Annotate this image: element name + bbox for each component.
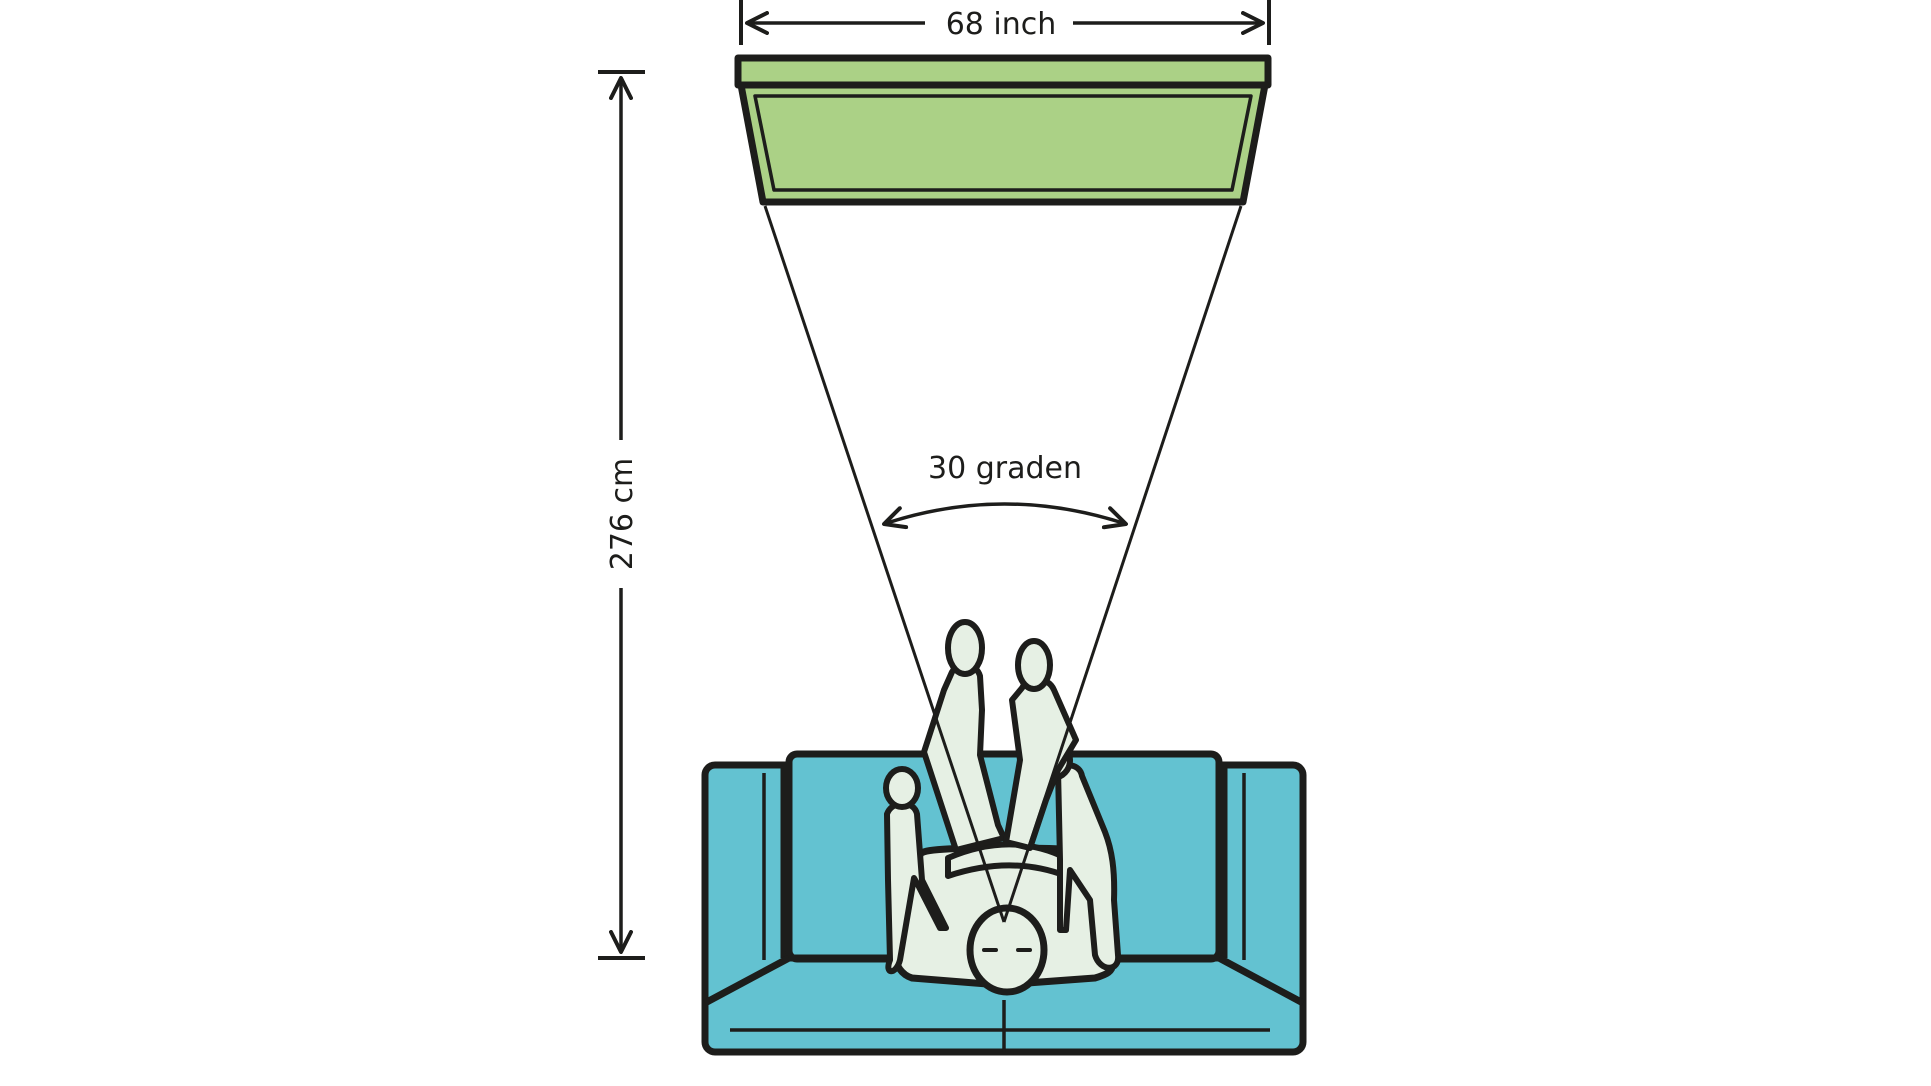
viewing-cone bbox=[763, 205, 1243, 923]
distance-dimension: 276 cm bbox=[598, 70, 645, 960]
distance-label: 276 cm bbox=[605, 458, 640, 571]
width-dimension: 68 inch bbox=[739, 0, 1271, 45]
width-label: 68 inch bbox=[946, 7, 1057, 42]
angle-label: 30 graden bbox=[928, 451, 1082, 486]
angle-arc bbox=[882, 502, 1128, 530]
angle-indicator: 30 graden bbox=[882, 451, 1128, 530]
tv-screen bbox=[734, 54, 1272, 206]
